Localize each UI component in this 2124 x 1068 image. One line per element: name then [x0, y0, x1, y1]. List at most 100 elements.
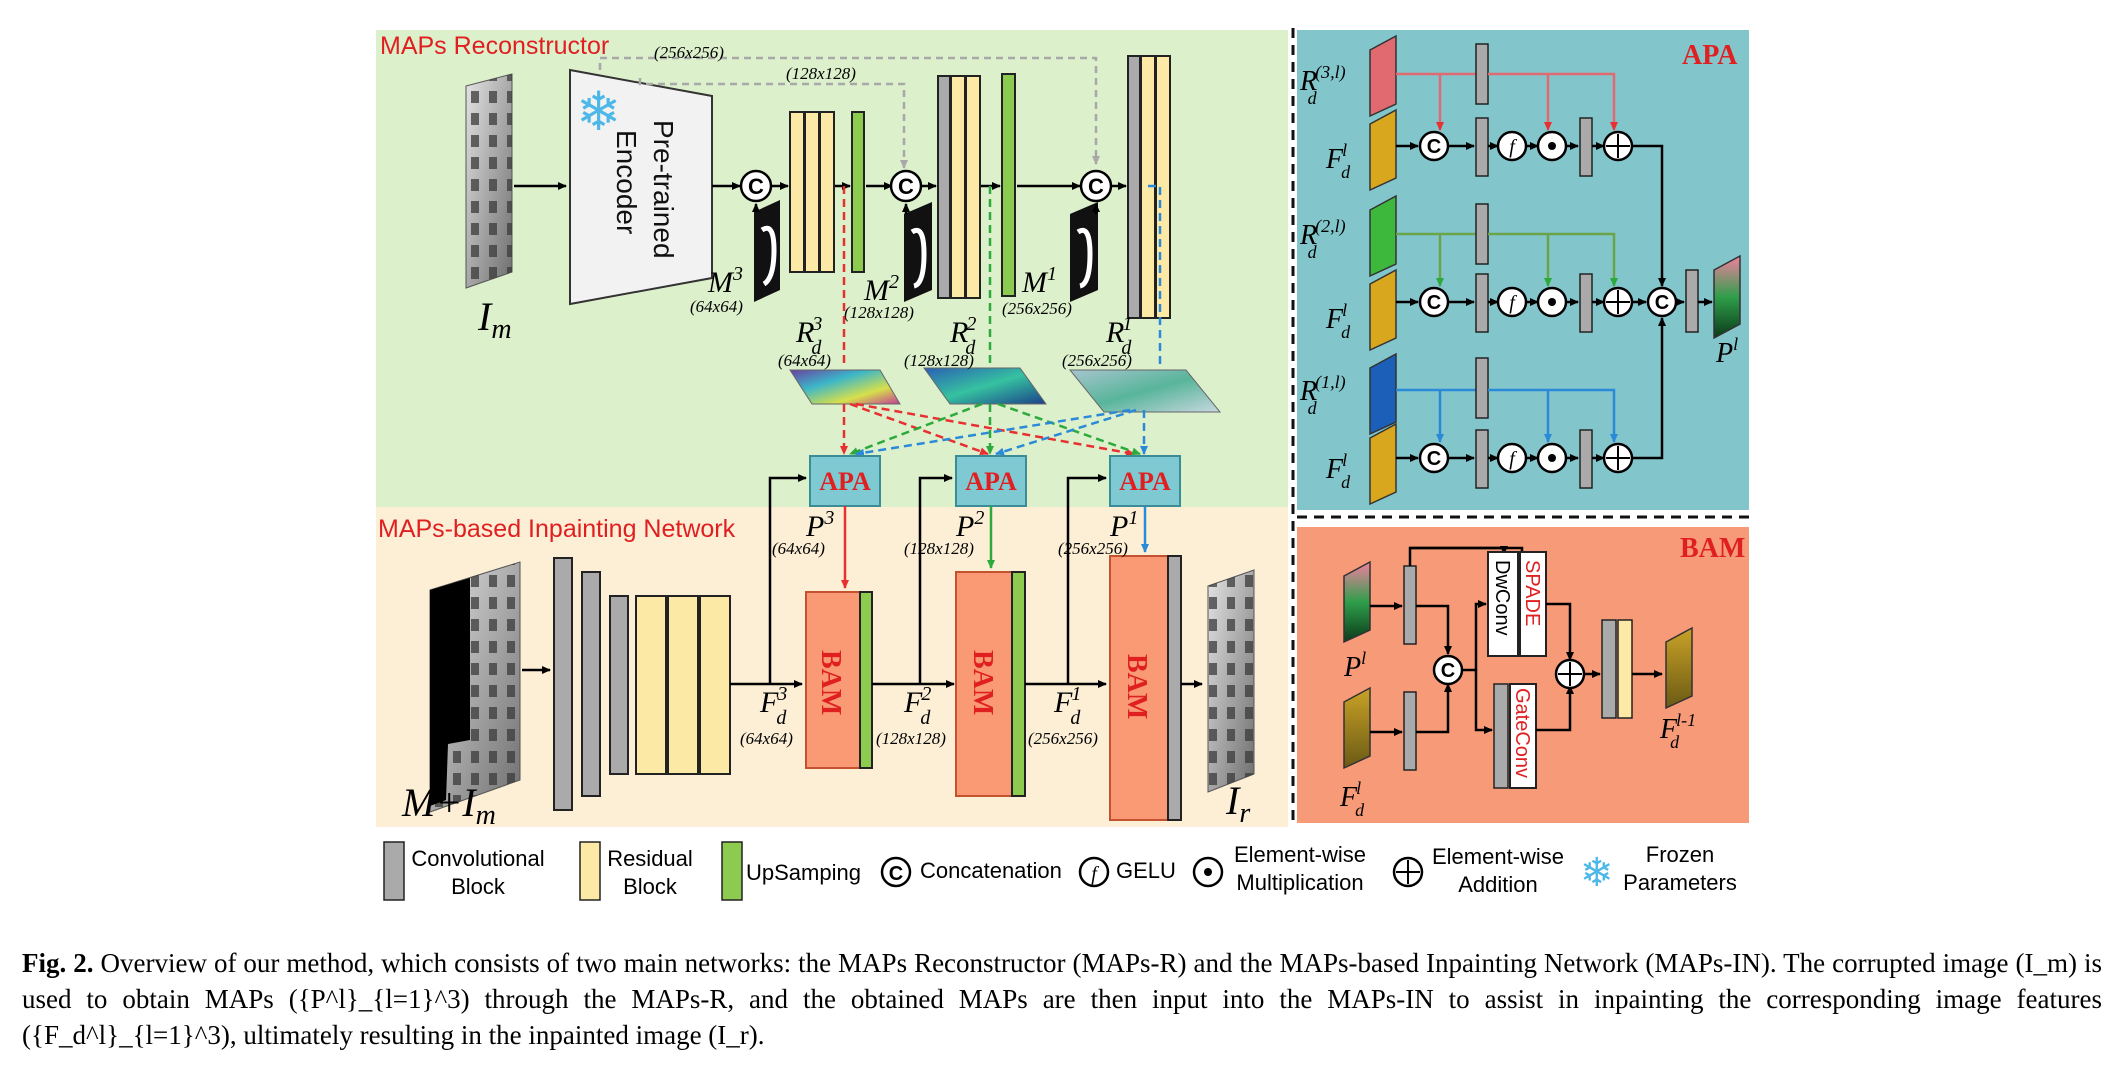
apa-block-2-label: APA — [965, 467, 1017, 496]
legend-snowflake-icon: ❄ — [1580, 851, 1614, 895]
apa-r2-label: R(2,l)d — [1299, 216, 1346, 262]
decoder-stack-3 — [789, 111, 835, 273]
legend-frozen-label-1: Frozen — [1646, 842, 1714, 867]
mask-m1 — [1070, 202, 1098, 302]
label-f2-res: (128x128) — [876, 729, 946, 748]
legend-conv-swatch — [383, 841, 405, 901]
label-p1-res: (256x256) — [1058, 539, 1128, 558]
input-image-im — [465, 73, 513, 289]
label-r3-res: (64x64) — [778, 351, 831, 370]
label-ir: Ir — [1225, 778, 1250, 829]
label-p3: P3 — [805, 507, 834, 543]
label-p2: P2 — [955, 507, 984, 543]
svg-text:f: f — [1509, 136, 1517, 158]
label-p1: P1 — [1109, 507, 1138, 543]
output-image-ir — [1207, 569, 1255, 793]
apa-panel-title: APA — [1682, 40, 1738, 71]
apa-block-1 — [1109, 455, 1181, 507]
upsample-2 — [1001, 73, 1016, 297]
caption-text: Overview of our method, which consists o… — [22, 948, 2103, 1050]
legend-gelu-glyph: f — [1091, 863, 1099, 885]
concat-icon — [889, 169, 923, 203]
inpainting-title: MAPs-based Inpainting Network — [378, 515, 736, 543]
concat-icon — [739, 169, 773, 203]
label-f3-res: (64x64) — [740, 729, 793, 748]
legend-gelu-icon — [1078, 856, 1110, 888]
inpaint-encoder-stack — [553, 557, 731, 811]
map-r3 — [789, 369, 901, 405]
label-p3-res: (64x64) — [772, 539, 825, 558]
label-r1-res: (256x256) — [1062, 351, 1132, 370]
skip-256 — [598, 56, 1100, 165]
bam-block-1 — [1109, 555, 1169, 821]
legend-concat-icon — [880, 856, 912, 888]
architecture-diagram: MAPs Reconstructor MAPs-based Inpainting… — [376, 28, 1749, 901]
apa-r3-label: R(3,l)d — [1299, 62, 1346, 108]
decoder-stack-2 — [937, 75, 981, 299]
svg-text:C: C — [1655, 292, 1669, 314]
dwconv-label: DwConv — [1491, 560, 1513, 636]
apa-output-pl: Pl — [1715, 334, 1738, 369]
encoder-label-2: Encoder — [611, 130, 642, 234]
svg-text:f: f — [1509, 292, 1517, 314]
gateconv-block — [1509, 683, 1537, 789]
apa-block-1-label: APA — [1119, 467, 1171, 496]
apa-block-3-label: APA — [819, 467, 871, 496]
map-r1 — [1068, 369, 1222, 413]
skip-128 — [638, 78, 908, 169]
concat-icon-glyph: C — [748, 174, 764, 199]
reconstructor-title: MAPs Reconstructor — [380, 32, 609, 60]
label-m2: M2 — [863, 271, 899, 307]
legend-upsample-swatch — [721, 841, 743, 901]
legend-frozen-label-2: Parameters — [1623, 870, 1737, 895]
label-m2-res: (128x128) — [844, 303, 914, 322]
legend-add-label-1: Element-wise — [1432, 844, 1564, 869]
legend-conv-label-2: Block — [451, 874, 506, 899]
map-r2 — [923, 367, 1047, 405]
legend-concat-glyph: C — [889, 863, 903, 885]
figure-caption: Fig. 2. Overview of our method, which co… — [22, 945, 2102, 1053]
upsample-3 — [851, 111, 865, 273]
dwconv-block — [1487, 551, 1519, 657]
legend-mult-label-1: Element-wise — [1234, 842, 1366, 867]
legend-conv-label-1: Convolutional — [411, 846, 544, 871]
bam-block-2-label: BAM — [967, 650, 998, 715]
legend-res-label-1: Residual — [607, 846, 693, 871]
apa-panel — [1297, 30, 1749, 510]
legend-concat-label: Concatenation — [920, 858, 1062, 883]
label-m1: M1 — [1021, 263, 1057, 299]
mask-m2 — [904, 202, 932, 302]
legend-gelu-label: GELU — [1116, 858, 1176, 883]
label-p2-res: (128x128) — [904, 539, 974, 558]
svg-text:C: C — [1427, 448, 1441, 470]
gateconv-label: GateConv — [1511, 688, 1533, 778]
svg-text:C: C — [1427, 292, 1441, 314]
pretrained-encoder — [569, 68, 713, 306]
label-f1-res: (256x256) — [1028, 729, 1098, 748]
apa-block-2 — [955, 455, 1027, 507]
label-m3-res: (64x64) — [690, 297, 743, 316]
mask-m3 — [754, 200, 780, 302]
legend-res-label-2: Block — [623, 874, 678, 899]
legend-upsample-label: UpSamping — [746, 860, 861, 885]
encoder-label-1: Pre-trained — [648, 120, 679, 259]
label-m3: M3 — [707, 263, 743, 299]
label-m1-res: (256x256) — [1002, 299, 1072, 318]
svg-text:C: C — [1427, 136, 1441, 158]
masked-input-image — [429, 561, 521, 813]
spade-label: SPADE — [1521, 560, 1543, 626]
legend: Convolutional Block Residual Block UpSam… — [383, 841, 1737, 901]
skip-128-res: (128x128) — [786, 64, 856, 83]
